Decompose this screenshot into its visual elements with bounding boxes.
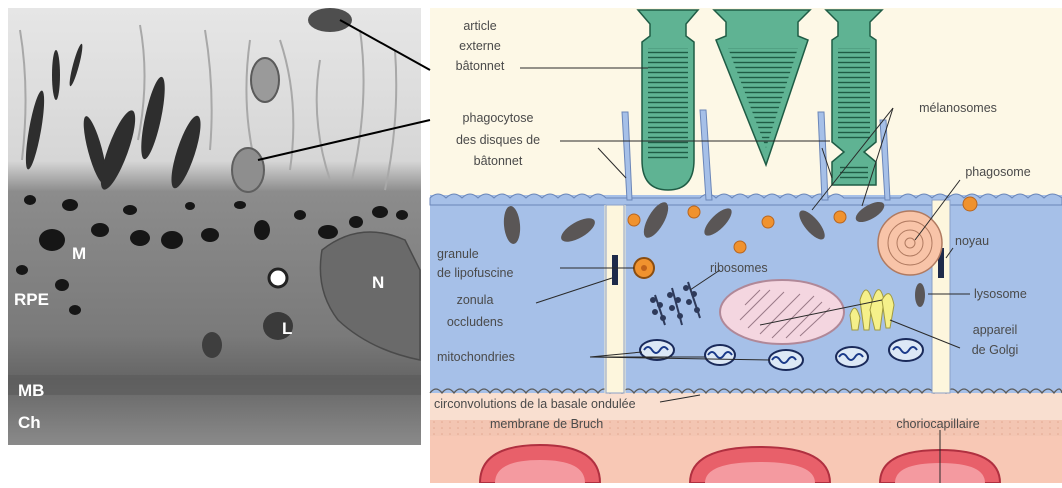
- phagocytosed-disc-profile: [251, 58, 279, 102]
- label-phago-1: phagocytose: [463, 111, 534, 125]
- label-article-3: bâtonnet: [456, 59, 505, 73]
- vacuole-profile: [269, 269, 287, 287]
- label-mitochondries: mitochondries: [437, 350, 515, 364]
- micrograph-label-l: L: [282, 319, 292, 338]
- zonula-occludens-left: [612, 255, 618, 285]
- label-zonula-1: zonula: [457, 293, 494, 307]
- label-phagosome: phagosome: [965, 165, 1030, 179]
- micrograph-label-mb: MB: [18, 381, 44, 400]
- label-bruch: membrane de Bruch: [490, 417, 603, 431]
- basal-band: [8, 375, 421, 395]
- micrograph-label-n: N: [372, 273, 384, 292]
- phagosome: [878, 211, 942, 275]
- label-chorio: choriocapillaire: [896, 417, 979, 431]
- micrograph-label-m: M: [72, 244, 86, 263]
- label-article-1: article: [463, 19, 496, 33]
- label-granule-1: granule: [437, 247, 479, 261]
- lysosome: [915, 283, 925, 307]
- micrograph-label-ch: Ch: [18, 413, 41, 432]
- label-melanosomes: mélanosomes: [919, 101, 997, 115]
- label-granule-2: de lipofuscine: [437, 266, 513, 280]
- electron-micrograph: M N RPE L MB Ch: [8, 8, 421, 445]
- label-circonvolutions: circonvolutions de la basale ondulée: [434, 397, 636, 411]
- label-zonula-2: occludens: [447, 315, 503, 329]
- phagocytosed-disc-profile-2: [232, 148, 264, 192]
- label-article-2: externe: [459, 39, 501, 53]
- label-noyau: noyau: [955, 234, 989, 248]
- label-golgi-2: de Golgi: [972, 343, 1019, 357]
- granule-profile: [202, 332, 222, 358]
- label-phago-2: des disques de: [456, 133, 540, 147]
- micrograph-label-rpe: RPE: [14, 290, 49, 309]
- label-phago-3: bâtonnet: [474, 154, 523, 168]
- label-golgi-1: appareil: [973, 323, 1017, 337]
- label-ribosomes: ribosomes: [710, 261, 768, 275]
- label-lysosome: lysosome: [974, 287, 1027, 301]
- choriocapillaries: [480, 445, 1000, 483]
